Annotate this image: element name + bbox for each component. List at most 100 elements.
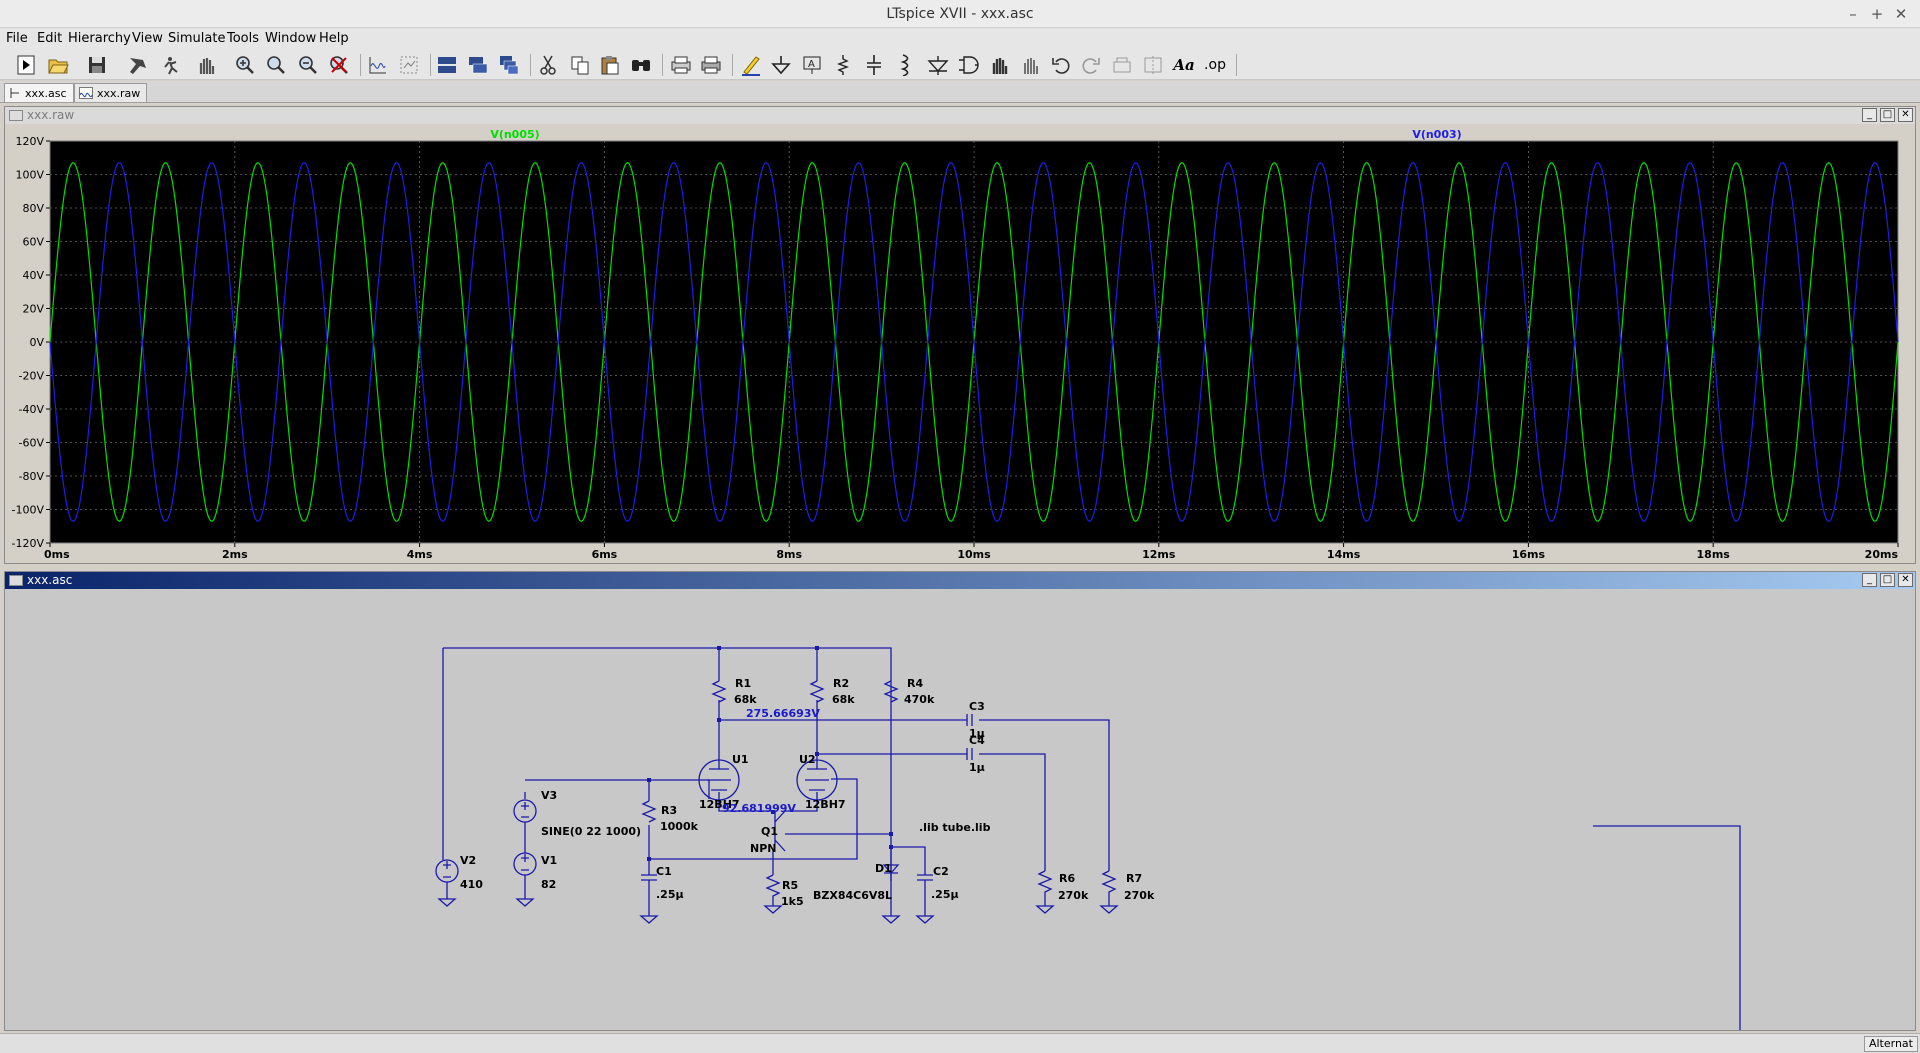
diode-icon[interactable]: [925, 52, 951, 78]
tab-schematic[interactable]: xxx.asc: [4, 83, 74, 102]
component-icon[interactable]: [955, 52, 981, 78]
close-button[interactable]: ✕: [1894, 5, 1908, 23]
y-tick-label: -80V: [19, 470, 45, 483]
v3-ref: V3: [541, 789, 557, 802]
autorange-icon[interactable]: [365, 52, 391, 78]
toolbar-separator: [662, 54, 663, 76]
spice-directive[interactable]: .lib tube.lib: [919, 821, 991, 834]
schematic-window-title: xxx.asc: [27, 573, 73, 587]
x-tick-label: 12ms: [1142, 548, 1176, 561]
menu-help[interactable]: Help: [319, 31, 349, 46]
x-tick-label: 6ms: [592, 548, 618, 561]
schematic-canvas[interactable]: R1 68k R2 68k R4 470k C3 1µ C4 1µ U1 12B…: [5, 589, 1915, 1030]
waveform-minimize-button[interactable]: _: [1862, 108, 1877, 122]
junction-dots: [647, 646, 893, 861]
status-text: Alternat: [1863, 1036, 1918, 1052]
u1-ref: U1: [732, 753, 749, 766]
r5-value: 1k5: [781, 895, 804, 908]
draw-wire-icon[interactable]: [738, 52, 764, 78]
drag-icon[interactable]: [1017, 52, 1043, 78]
maximize-button[interactable]: +: [1870, 5, 1884, 23]
c4-symbol: [966, 748, 973, 760]
resistor-icon[interactable]: [830, 52, 856, 78]
label-net-icon[interactable]: A: [799, 52, 825, 78]
d1-value: BZX84C6V8L: [813, 889, 892, 902]
mark-unref-icon[interactable]: [396, 52, 422, 78]
menu-edit[interactable]: Edit: [37, 31, 63, 46]
r2-ref: R2: [833, 677, 849, 690]
x-tick-label: 20ms: [1865, 548, 1899, 561]
waveform-window-title: xxx.raw: [27, 108, 75, 122]
schematic-minimize-button[interactable]: _: [1862, 573, 1877, 587]
trace-label: V(n003): [1412, 128, 1461, 141]
toolbar-separator: [732, 54, 733, 76]
x-tick-label: 2ms: [222, 548, 248, 561]
window-title: LTspice XVII - xxx.asc: [886, 6, 1034, 22]
node-voltage-2: 92.681999V: [722, 802, 796, 815]
cascade-icon[interactable]: [496, 52, 522, 78]
menu-tools[interactable]: Tools: [227, 31, 260, 46]
schematic-window-title-bar[interactable]: xxx.asc _ □ ✕: [5, 572, 1915, 589]
paste-icon[interactable]: [597, 52, 623, 78]
ground-symbols: [437, 898, 1119, 924]
menu-view[interactable]: View: [132, 31, 163, 46]
waveform-window-title-bar[interactable]: xxx.raw _ □ ✕: [5, 107, 1915, 124]
tile-vertical-icon[interactable]: [465, 52, 491, 78]
x-tick-label: 8ms: [776, 548, 802, 561]
copy-icon[interactable]: [567, 52, 593, 78]
print-preview-icon[interactable]: [668, 52, 694, 78]
schematic-window-icon: [9, 575, 23, 586]
text-icon[interactable]: Aa: [1173, 56, 1195, 74]
tab-schematic-label: xxx.asc: [25, 86, 67, 100]
r3-ref: R3: [661, 804, 677, 817]
menu-file[interactable]: File: [6, 31, 28, 46]
r7-value: 270k: [1124, 889, 1155, 902]
run-icon[interactable]: [13, 52, 39, 78]
r1-value: 68k: [734, 693, 757, 706]
undo-icon[interactable]: [1048, 52, 1074, 78]
r1-ref: R1: [735, 677, 751, 690]
print-icon[interactable]: [698, 52, 724, 78]
spice-directive-icon[interactable]: .op: [1204, 57, 1226, 73]
rotate-icon[interactable]: [1109, 52, 1135, 78]
transistor-symbol: [773, 810, 795, 852]
ground-icon[interactable]: [768, 52, 794, 78]
redo-icon[interactable]: [1078, 52, 1104, 78]
y-tick-label: 100V: [15, 169, 44, 182]
capacitor-icon[interactable]: [861, 52, 887, 78]
pan-icon[interactable]: [193, 52, 219, 78]
tab-waveform[interactable]: xxx.raw: [74, 83, 148, 102]
tile-horizontal-icon[interactable]: [434, 52, 460, 78]
cancel-zoom-icon[interactable]: [326, 52, 352, 78]
cut-icon[interactable]: [535, 52, 561, 78]
schematic-maximize-button[interactable]: □: [1880, 573, 1895, 587]
zoom-fit-icon[interactable]: [295, 52, 321, 78]
open-icon[interactable]: [45, 52, 71, 78]
control-panel-icon[interactable]: [124, 52, 150, 78]
wires: [442, 647, 1110, 881]
r1-symbol: [711, 680, 727, 703]
menu-simulate[interactable]: Simulate: [168, 31, 226, 46]
zoom-in-icon[interactable]: [232, 52, 258, 78]
node-voltage-1: 275.66693V: [746, 707, 820, 720]
save-icon[interactable]: [84, 52, 110, 78]
waveform-maximize-button[interactable]: □: [1880, 108, 1895, 122]
v1-ref: V1: [541, 854, 557, 867]
waveform-plot[interactable]: 120V100V80V60V40V20V0V-20V-40V-60V-80V-1…: [5, 124, 1915, 563]
r2-symbol: [809, 680, 825, 703]
component-labels: R1 68k R2 68k R4 470k C3 1µ C4 1µ U1 12B…: [460, 677, 1155, 908]
find-icon[interactable]: [628, 52, 654, 78]
halt-icon[interactable]: [159, 52, 185, 78]
mirror-icon[interactable]: [1140, 52, 1166, 78]
move-icon[interactable]: [986, 52, 1012, 78]
inductor-icon[interactable]: [892, 52, 918, 78]
schematic-close-button[interactable]: ✕: [1898, 573, 1913, 587]
partial-wire: [1593, 825, 1741, 1030]
toolbar-separator: [530, 54, 531, 76]
menu-window[interactable]: Window: [265, 31, 317, 46]
minimize-button[interactable]: –: [1849, 5, 1857, 23]
c2-value: .25µ: [931, 888, 959, 901]
zoom-out-icon[interactable]: [263, 52, 289, 78]
waveform-close-button[interactable]: ✕: [1898, 108, 1913, 122]
menu-hierarchy[interactable]: Hierarchy: [68, 31, 131, 46]
